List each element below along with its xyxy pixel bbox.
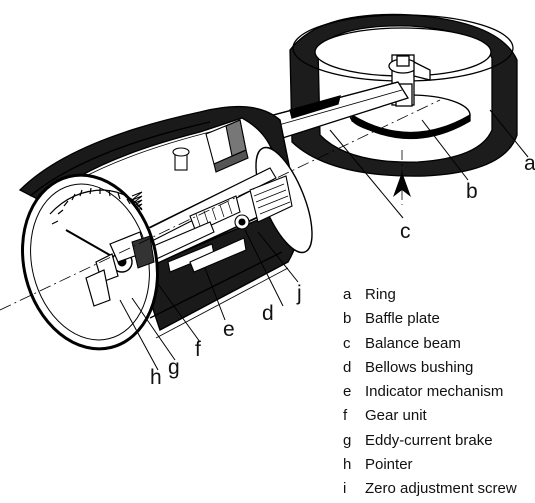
- gauge-dial: [21, 173, 159, 351]
- callout-j: j: [296, 282, 302, 305]
- legend-text: Zero adjustment screw: [365, 480, 517, 498]
- legend-item: c Balance beam: [343, 333, 535, 357]
- legend-letter: b: [343, 310, 352, 328]
- callout-g: g: [168, 356, 180, 379]
- callout-h: h: [150, 366, 162, 389]
- callout-c: c: [400, 220, 411, 243]
- legend: a Ring b Baffle plate c Balance beam d Bello…: [343, 284, 535, 503]
- legend-item: d Bellows bushing: [343, 357, 535, 381]
- center-axis-line: [0, 99, 441, 311]
- legend-item: f Gear unit: [343, 405, 535, 429]
- legend-item: a Ring: [343, 284, 535, 308]
- legend-letter: i: [343, 480, 347, 498]
- legend-letter: a: [343, 286, 352, 303]
- legend-item: b Baffle plate: [343, 308, 535, 332]
- up-arrow-icon: [393, 172, 411, 197]
- legend-item: e Indicator mechanism: [343, 381, 535, 405]
- callout-e: e: [223, 318, 235, 341]
- legend-letter: e: [343, 383, 352, 401]
- callout-f: f: [195, 338, 201, 361]
- legend-letter: f: [343, 407, 348, 425]
- legend-text: Ring: [365, 286, 396, 303]
- legend-text: Indicator mechanism: [365, 383, 504, 401]
- callout-d: d: [262, 302, 274, 325]
- callout-a: a: [524, 152, 535, 175]
- legend-text: Pointer: [365, 456, 413, 474]
- leader-lines: [119, 109, 529, 371]
- legend-item: h Pointer: [343, 454, 535, 478]
- legend-text: Baffle plate: [365, 310, 440, 328]
- legend-text: Eddy-current brake: [365, 431, 493, 449]
- callout-b: b: [466, 180, 478, 203]
- legend-letter: d: [343, 358, 352, 376]
- internal-mechanism: [131, 119, 293, 273]
- balance-beam-tube: [261, 81, 409, 143]
- legend-text: Balance beam: [365, 334, 461, 352]
- legend-letter: g: [343, 431, 352, 449]
- legend-text: Gear unit: [365, 407, 427, 425]
- legend-letter: c: [343, 334, 351, 352]
- legend-text: Bellows bushing: [365, 358, 474, 376]
- legend-item: i Zero adjustment screw: [343, 478, 535, 502]
- legend-item: g Eddy-current brake: [343, 430, 535, 454]
- legend-letter: h: [343, 456, 352, 474]
